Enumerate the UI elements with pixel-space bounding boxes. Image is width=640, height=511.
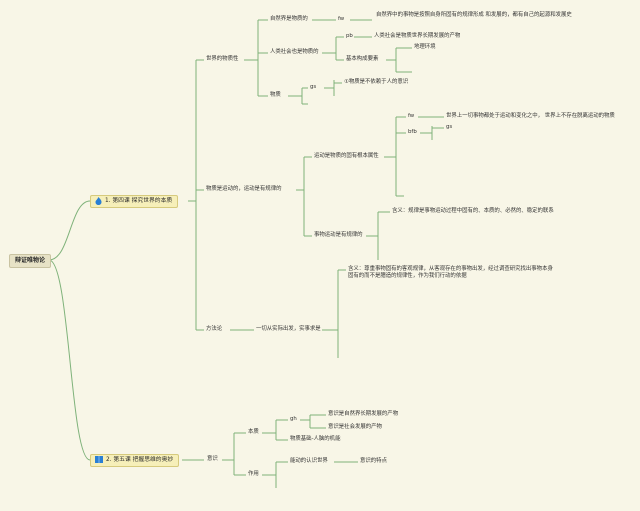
- nature-tag: fw: [338, 16, 345, 22]
- attribute-text: 世界上一切事物都处于运动和变化之中， 世界上不存在脱离运动的物质: [446, 113, 615, 119]
- book-icon: [95, 456, 103, 463]
- elements-node[interactable]: 基本构成要素: [346, 56, 379, 62]
- attribute-tag-fw: fw: [408, 113, 415, 119]
- essence-node[interactable]: 本质: [248, 429, 259, 435]
- lesson4-title: 1. 第四课 探究世界的本质: [105, 198, 173, 204]
- nature-text: 自然界中的事物是按照自身所固有的规律形成 和发展的，都有自己的起源和发展史: [376, 12, 572, 18]
- lesson5-title: 2. 第五课 把握思维的奥妙: [106, 457, 174, 463]
- society-node[interactable]: 人类社会也是物质的: [270, 49, 319, 55]
- motion-node[interactable]: 物质是运动的，运动是有规律的: [206, 186, 282, 192]
- role-item[interactable]: 能动的认识世界: [290, 458, 328, 464]
- matter-tag: gs: [310, 84, 317, 90]
- society-text: 人类社会是物质世界长期发展的产物: [374, 33, 461, 39]
- consciousness-node[interactable]: 意识: [207, 456, 218, 462]
- essence-item-3: 物质基础-人脑的机能: [290, 436, 341, 442]
- society-tag: pb: [346, 33, 353, 39]
- attribute-node[interactable]: 运动是物质的固有根本属性: [314, 153, 379, 159]
- attribute-tag-gs: gs: [446, 124, 453, 130]
- essence-tag: gh: [290, 416, 297, 422]
- role-node[interactable]: 作用: [248, 471, 259, 477]
- essence-item-1: 意识是自然界长期发展的产物: [328, 411, 399, 417]
- principle-node[interactable]: 一切从实际出发，实事求是: [256, 326, 321, 332]
- root-node[interactable]: 辩证唯物论: [9, 254, 51, 268]
- flame-icon: [95, 196, 102, 205]
- law-text: 含义：规律是事物运动过程中固有的、本质的、必然的、稳定的联系: [392, 208, 554, 214]
- matter-node[interactable]: 物质: [270, 92, 281, 98]
- nature-node[interactable]: 自然界是物质的: [270, 16, 308, 22]
- methodology-text: 含义：尊重事物固有的客观规律，从客观存在的事物出发，经过调查研究找出事物本身固有…: [348, 266, 553, 279]
- lesson5-node[interactable]: 2. 第五课 把握思维的奥妙: [90, 454, 180, 467]
- methodology-node[interactable]: 方法论: [206, 326, 223, 332]
- essence-item-2: 意识是社会发展的产物: [328, 424, 382, 430]
- world-material-node[interactable]: 世界的物质性: [206, 56, 239, 62]
- role-sub: 意识的特点: [360, 458, 387, 464]
- matter-text: ①物质是不依赖于人的意识: [344, 79, 409, 85]
- attribute-tag-bfb: bfb: [408, 129, 417, 135]
- lesson4-node[interactable]: 1. 第四课 探究世界的本质: [90, 195, 179, 208]
- elements-item: 地理环境: [414, 44, 436, 50]
- law-node[interactable]: 事物运动是有规律的: [314, 232, 363, 238]
